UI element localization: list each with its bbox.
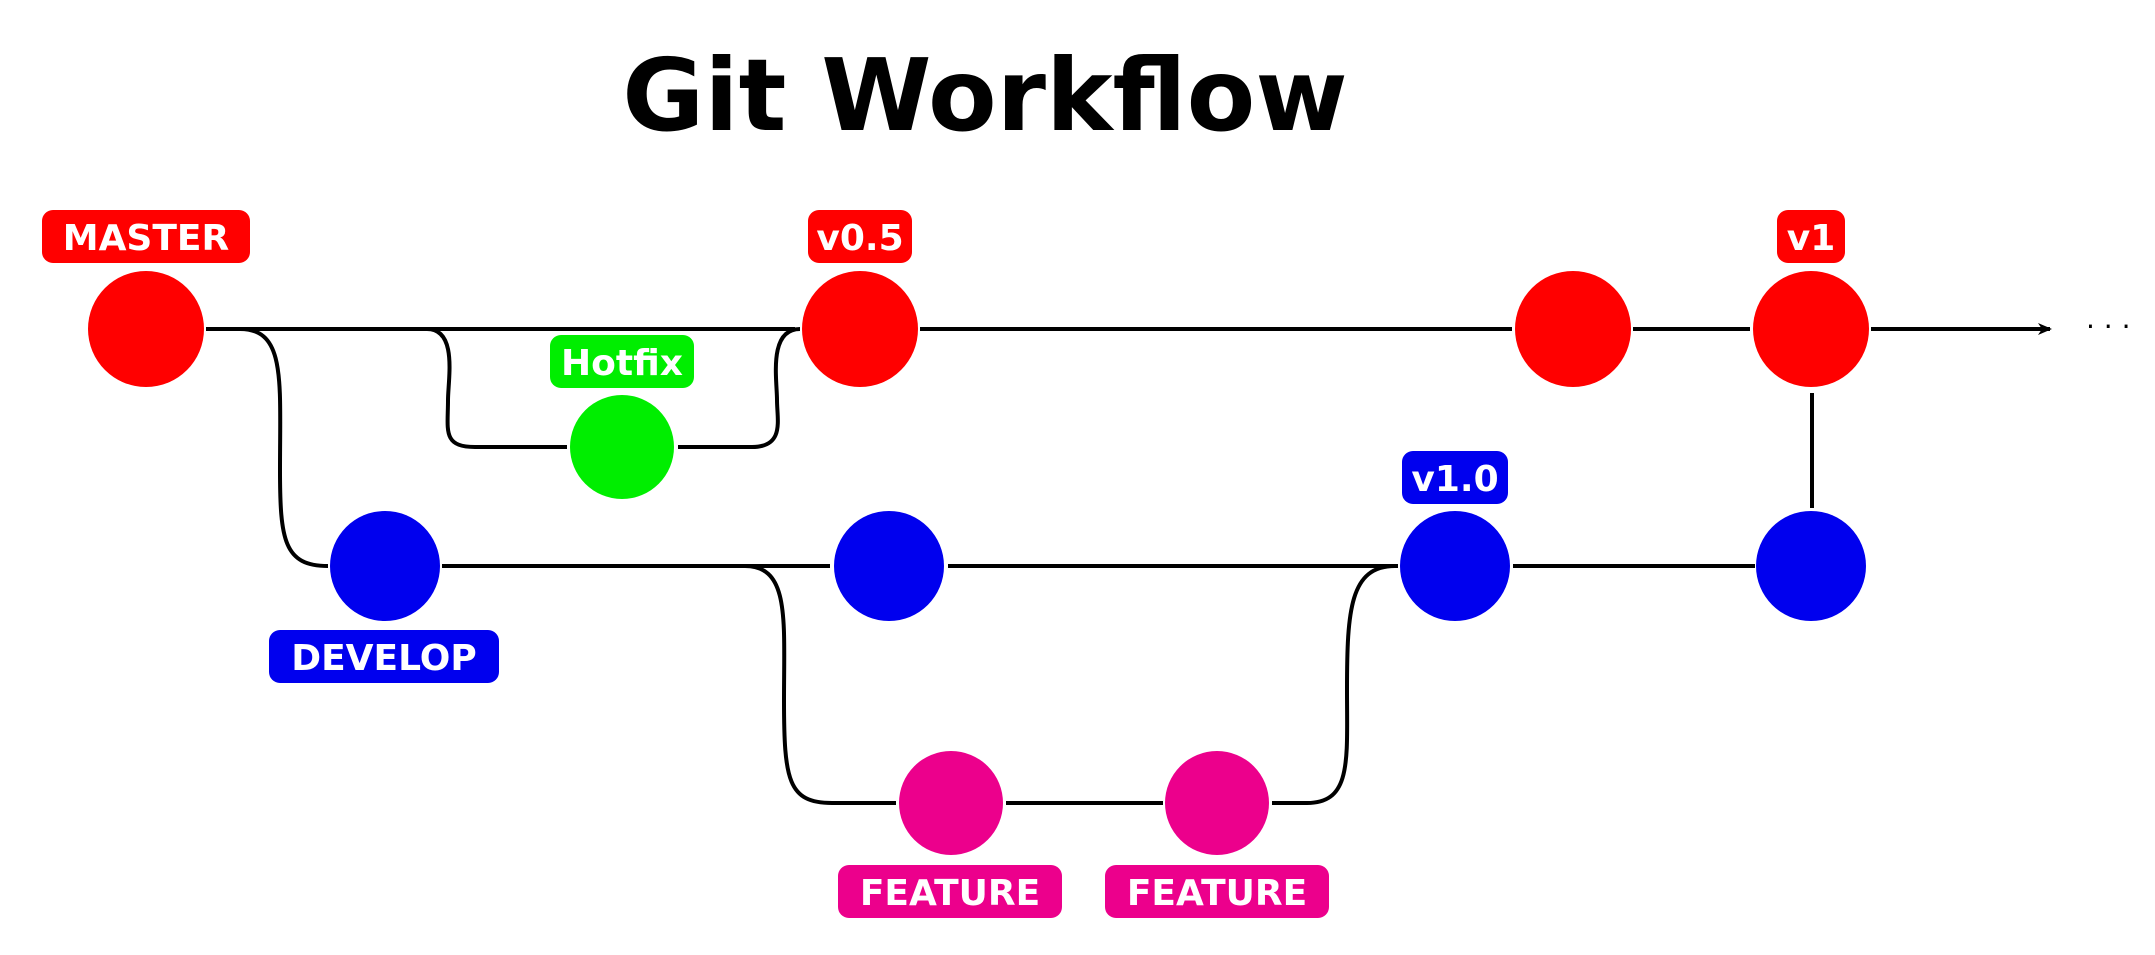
v05-tag-label: v0.5	[816, 218, 903, 259]
develop-commit-release	[1756, 511, 1866, 621]
feature-tag-1-label: FEATURE	[860, 873, 1040, 914]
hotfix-tag-label: Hotfix	[561, 343, 683, 384]
v05-tag: v0.5	[808, 210, 912, 263]
master-commits	[88, 271, 1869, 387]
master-commit-v05	[802, 271, 918, 387]
feature-commits	[899, 751, 1269, 855]
v05-tag-bg	[808, 210, 912, 263]
feature-tag-2-label: FEATURE	[1127, 873, 1307, 914]
feature-tag-2-bg	[1105, 865, 1329, 918]
v10-tag-bg	[1402, 451, 1508, 504]
master-commit	[1515, 271, 1631, 387]
feature-tag-2: FEATURE	[1105, 865, 1329, 918]
v1-tag-bg	[1777, 210, 1845, 263]
master-tag-label: MASTER	[63, 218, 229, 259]
hotfix-branch-out	[206, 327, 567, 449]
feature-tag-1: FEATURE	[838, 865, 1062, 918]
develop-commits	[330, 511, 1866, 621]
hotfix-tag: Hotfix	[550, 335, 694, 388]
develop-commit-v10	[1400, 511, 1510, 621]
v10-tag-label: v1.0	[1411, 459, 1498, 500]
hotfix-commit	[570, 395, 674, 499]
develop-commit	[834, 511, 944, 621]
master-tag: MASTER	[42, 210, 250, 263]
feature-merge-in	[1272, 564, 1396, 805]
master-commit-v1	[1753, 271, 1869, 387]
develop-tag-bg	[269, 630, 499, 683]
page-title: Git Workflow	[622, 37, 1347, 154]
develop-tag: DEVELOP	[269, 630, 499, 683]
continuation-dots: · · ·	[2086, 310, 2131, 343]
master-commit-start	[88, 271, 204, 387]
master-tag-bg	[42, 210, 250, 263]
feature-commit-1	[899, 751, 1003, 855]
develop-branch-out	[206, 327, 329, 568]
hotfix-tag-bg	[550, 335, 694, 388]
develop-tag-label: DEVELOP	[291, 638, 477, 679]
v1-tag-label: v1	[1787, 218, 1836, 259]
develop-commit-start	[330, 511, 440, 621]
feature-commit-2	[1165, 751, 1269, 855]
v1-tag: v1	[1777, 210, 1845, 263]
branch-lines	[206, 323, 2052, 805]
hotfix-merge-in	[678, 327, 801, 449]
feature-tag-1-bg	[838, 865, 1062, 918]
feature-branch-out	[442, 564, 896, 805]
v10-tag: v1.0	[1402, 451, 1508, 504]
